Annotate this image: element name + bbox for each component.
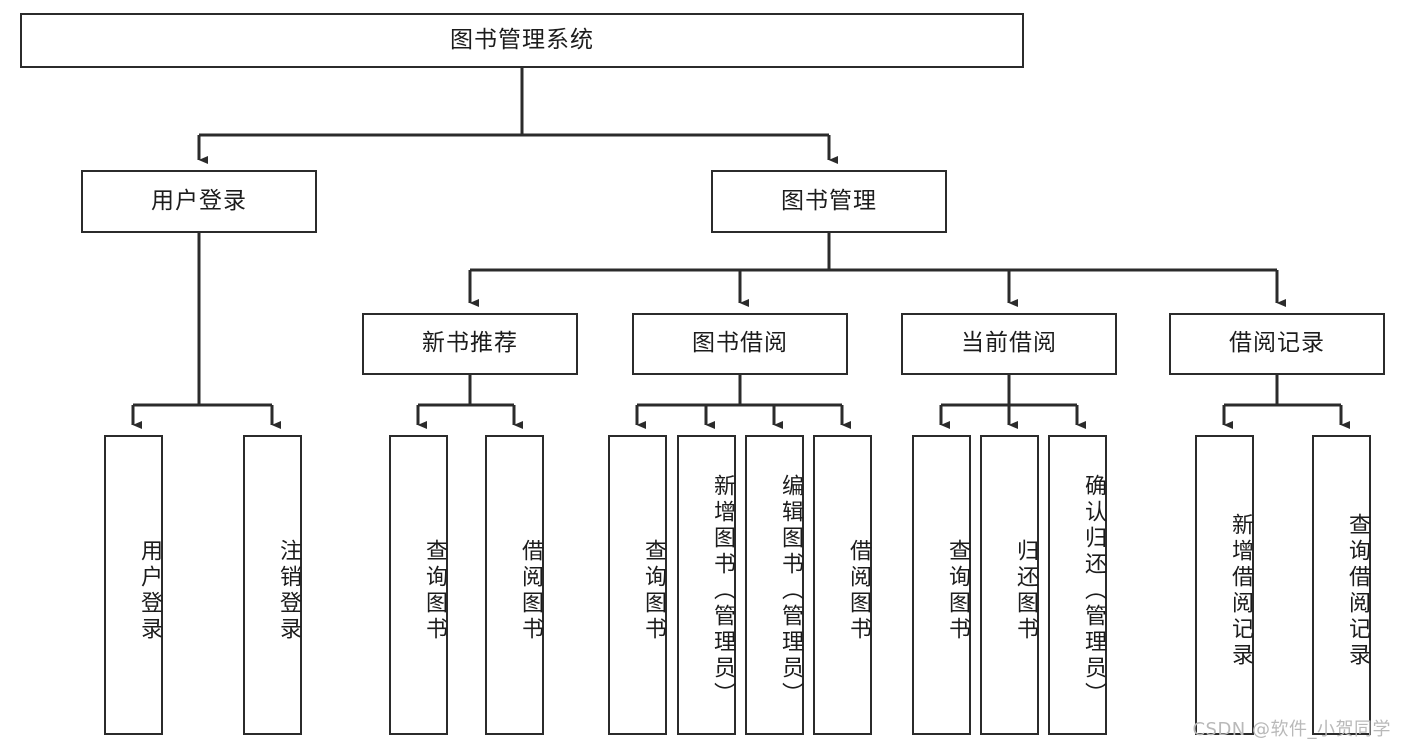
node-leaf-query-book-current[interactable]: 查询图书 xyxy=(912,435,971,735)
node-label: 新书推荐 xyxy=(422,330,518,357)
node-leaf-query-book-recommend[interactable]: 查询图书 xyxy=(389,435,448,735)
node-label: 借阅图书 xyxy=(846,539,871,643)
node-leaf-edit-book-admin[interactable]: 编辑图书（管理员） xyxy=(745,435,804,735)
node-leaf-add-book-admin[interactable]: 新增图书（管理员） xyxy=(677,435,736,735)
node-leaf-user-logout[interactable]: 注销登录 xyxy=(243,435,302,735)
node-label: 查询图书 xyxy=(945,539,970,643)
node-label: 注销登录 xyxy=(276,539,301,643)
node-leaf-return-book[interactable]: 归还图书 xyxy=(980,435,1039,735)
node-leaf-borrow-book-recommend[interactable]: 借阅图书 xyxy=(485,435,544,735)
node-label: 图书管理 xyxy=(781,187,877,214)
node-label: 图书管理系统 xyxy=(450,26,594,53)
node-label: 查询图书 xyxy=(641,539,666,643)
node-label: 图书借阅 xyxy=(692,330,788,357)
node-label: 新增借阅记录 xyxy=(1228,513,1253,669)
node-label: 归还图书 xyxy=(1013,539,1038,643)
node-label: 确认归还（管理员） xyxy=(1081,474,1106,708)
node-label: 查询图书 xyxy=(422,539,447,643)
node-label: 用户登录 xyxy=(151,187,247,214)
node-leaf-borrow-book[interactable]: 借阅图书 xyxy=(813,435,872,735)
node-book-management[interactable]: 图书管理 xyxy=(711,170,947,233)
node-leaf-query-borrow-record[interactable]: 查询借阅记录 xyxy=(1312,435,1371,735)
node-label: 借阅记录 xyxy=(1229,330,1325,357)
node-leaf-query-book-borrow[interactable]: 查询图书 xyxy=(608,435,667,735)
node-label: 用户登录 xyxy=(137,539,162,643)
node-leaf-confirm-return-admin[interactable]: 确认归还（管理员） xyxy=(1048,435,1107,735)
node-label: 编辑图书（管理员） xyxy=(778,474,803,708)
node-label: 查询借阅记录 xyxy=(1345,513,1370,669)
node-label: 当前借阅 xyxy=(961,330,1057,357)
node-current-borrow[interactable]: 当前借阅 xyxy=(901,313,1117,375)
node-label: 借阅图书 xyxy=(518,539,543,643)
node-borrow-record[interactable]: 借阅记录 xyxy=(1169,313,1385,375)
node-book-borrow[interactable]: 图书借阅 xyxy=(632,313,848,375)
watermark: CSDN @软件_小贺同学 xyxy=(1192,719,1391,740)
node-user-login[interactable]: 用户登录 xyxy=(81,170,317,233)
node-leaf-add-borrow-record[interactable]: 新增借阅记录 xyxy=(1195,435,1254,735)
node-label: 新增图书（管理员） xyxy=(710,474,735,708)
node-leaf-user-login[interactable]: 用户登录 xyxy=(104,435,163,735)
node-new-book-recommend[interactable]: 新书推荐 xyxy=(362,313,578,375)
node-root-book-management-system[interactable]: 图书管理系统 xyxy=(20,13,1024,68)
